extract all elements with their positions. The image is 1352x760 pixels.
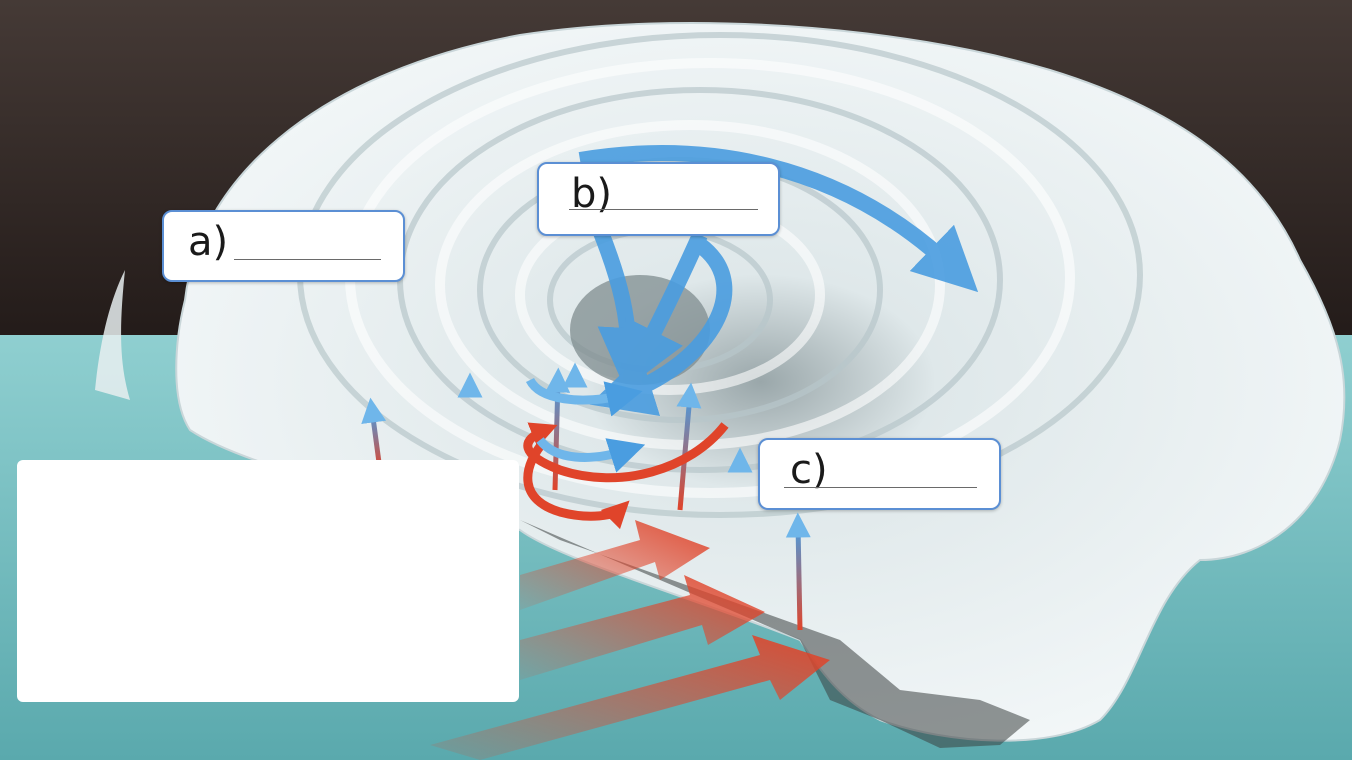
answer-line-a [234, 259, 381, 260]
label-box-c[interactable]: c) [758, 438, 1001, 510]
eyewall-spiral-warm [523, 422, 729, 530]
label-letter-a: a) [188, 219, 229, 265]
blank-cover-panel [17, 460, 519, 702]
label-box-b[interactable]: b) [537, 162, 780, 236]
label-box-a[interactable]: a) [162, 210, 405, 282]
answer-line-c [784, 487, 977, 488]
hurricane-eye [570, 275, 710, 385]
warm-inflow-arrows [430, 520, 830, 760]
eye-spiral-cold [525, 377, 646, 473]
answer-line-b [569, 209, 758, 210]
label-letter-c: c) [790, 447, 828, 493]
label-letter-b: b) [571, 171, 612, 217]
